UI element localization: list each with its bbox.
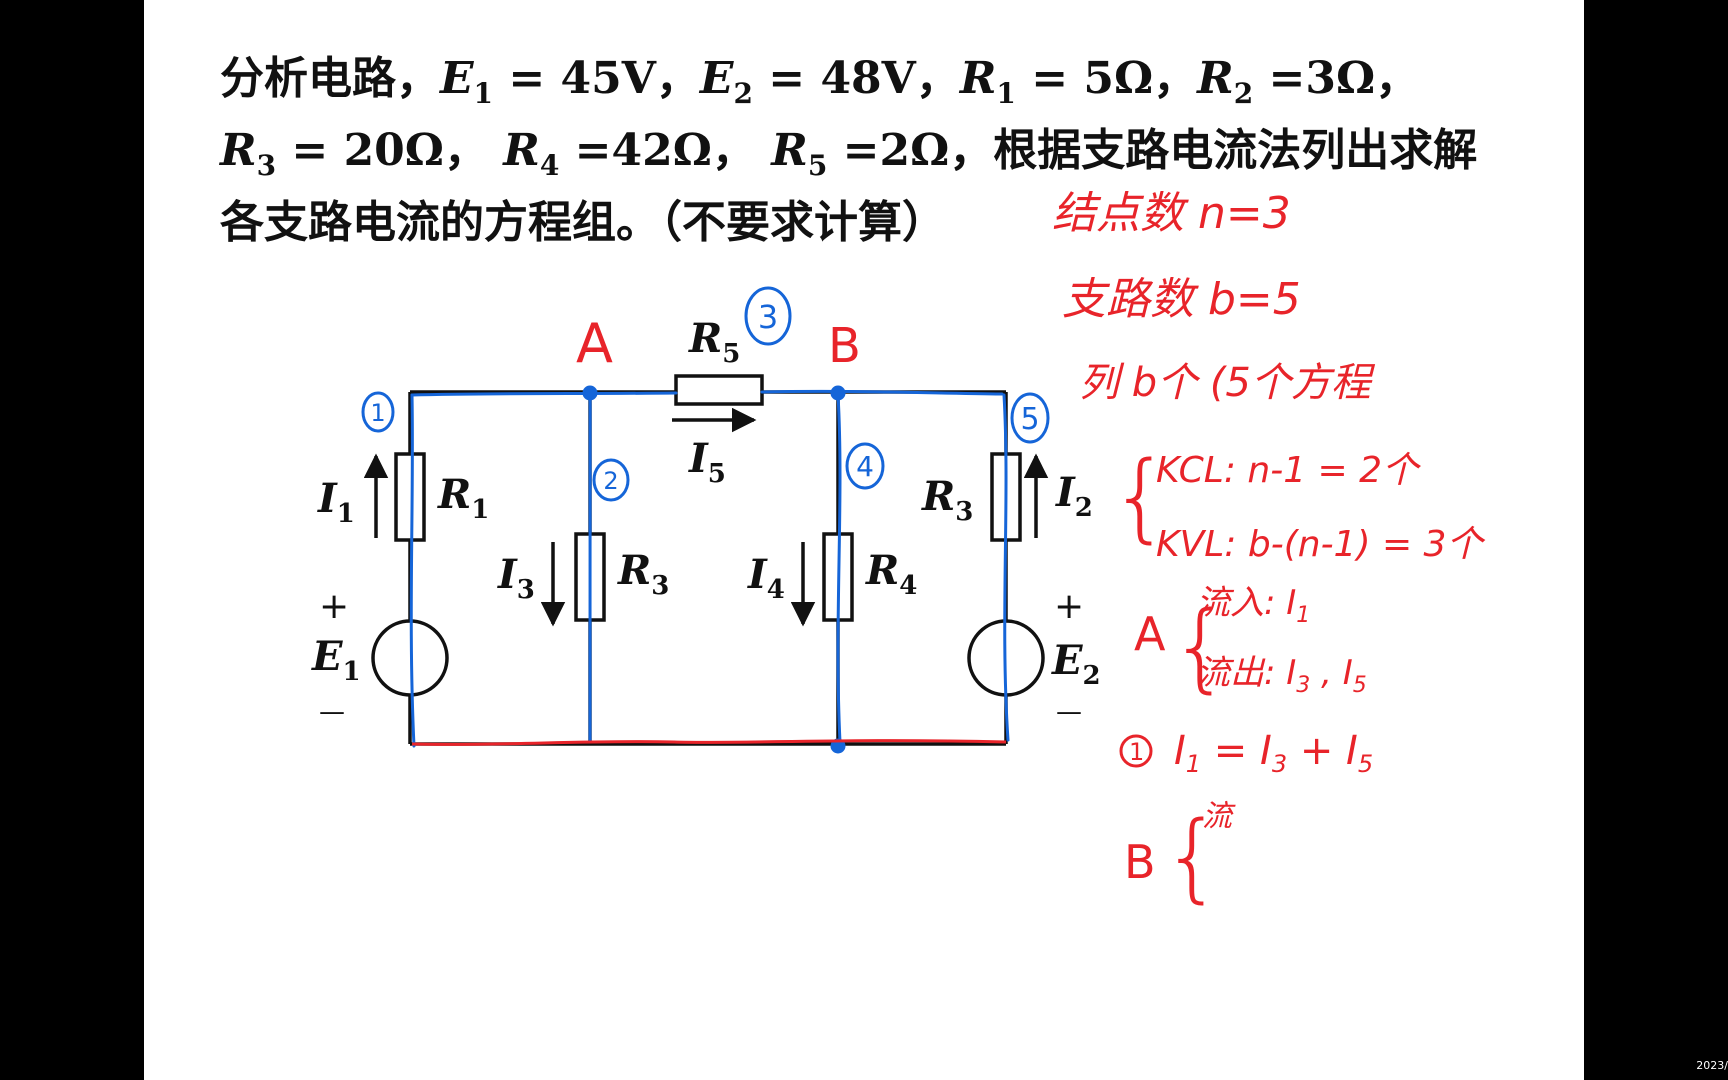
note-a-in: 流入: I1 bbox=[1196, 583, 1310, 628]
blue-overlay bbox=[361, 286, 1050, 754]
node-label-b: B bbox=[828, 318, 861, 374]
label-e2: E2 bbox=[1051, 637, 1101, 691]
label-r3-right: R3 bbox=[921, 473, 973, 527]
note-eq1-num: 1 bbox=[1129, 738, 1144, 766]
note-branch-count: 支路数 b=5 bbox=[1062, 274, 1301, 325]
label-i2: I2 bbox=[1055, 469, 1093, 523]
brace-a: { bbox=[1170, 591, 1231, 703]
label-r3-mid: R3 bbox=[617, 547, 669, 601]
label-e1: E1 bbox=[311, 633, 361, 687]
note-b-label: B bbox=[1124, 835, 1156, 889]
note-b-in: 流 bbox=[1202, 799, 1236, 834]
label-r1: R1 bbox=[437, 471, 489, 525]
label-i4: I4 bbox=[747, 551, 785, 605]
brace-kcl-kvl: { bbox=[1110, 441, 1171, 553]
problem-line-3: 各支路电流的方程组。（不要求计算） bbox=[220, 196, 946, 248]
e2-plus: + bbox=[1054, 586, 1084, 627]
current-arrows bbox=[363, 407, 1049, 627]
note-a-label: A bbox=[1134, 607, 1166, 661]
label-i3: I3 bbox=[497, 551, 535, 605]
blue-num-2: 2 bbox=[603, 467, 618, 495]
blue-num-1: 1 bbox=[370, 399, 385, 427]
note-kvl: KVL: b-(n-1) = 3个 bbox=[1156, 524, 1485, 565]
resistor-r1 bbox=[394, 452, 426, 542]
resistor-r5 bbox=[674, 374, 764, 406]
brace-b: { bbox=[1162, 801, 1223, 913]
e2-minus: — bbox=[1056, 697, 1082, 727]
e1-plus: + bbox=[319, 586, 349, 627]
problem-line-1: 分析电路，E1 = 45V，E2 = 48V，R1 = 5Ω，R2 =3Ω， bbox=[220, 53, 1420, 110]
note-eq1: I1 = I3 + I5 bbox=[1174, 728, 1373, 778]
note-kcl: KCL: n-1 = 2个 bbox=[1156, 450, 1421, 491]
problem-line-2: R3 = 20Ω， R4 =42Ω， R5 =2Ω，根据支路电流法列出求解 bbox=[220, 124, 1478, 182]
blue-num-5: 5 bbox=[1020, 402, 1039, 437]
note-equations: 列 b个 (5个方程 bbox=[1079, 360, 1376, 406]
slide: 分析电路，E1 = 45V，E2 = 48V，R1 = 5Ω，R2 =3Ω， R… bbox=[144, 0, 1584, 1080]
blue-num-3: 3 bbox=[758, 298, 778, 336]
node-label-a: A bbox=[576, 312, 613, 375]
label-r4: R4 bbox=[865, 547, 917, 601]
label-i1: I1 bbox=[317, 475, 355, 529]
problem-statement: 分析电路，E1 = 45V，E2 = 48V，R1 = 5Ω，R2 =3Ω， R… bbox=[220, 50, 1560, 251]
e1-minus: — bbox=[319, 697, 345, 727]
blue-num-4: 4 bbox=[856, 450, 874, 483]
taskbar-clock: 2023/ bbox=[1696, 1059, 1728, 1072]
label-i5: I5 bbox=[688, 435, 726, 489]
red-bottom-wire bbox=[411, 739, 1007, 746]
note-a-out: 流出: I3 , I5 bbox=[1196, 653, 1367, 698]
circuit-diagram: R5 I5 R1 I1 R3 I3 R4 I4 R3 I2 E1 E2 + — … bbox=[311, 188, 1485, 913]
note-nodes-count: 结点数 n=3 bbox=[1052, 188, 1291, 239]
label-r5: R5 bbox=[688, 315, 740, 369]
